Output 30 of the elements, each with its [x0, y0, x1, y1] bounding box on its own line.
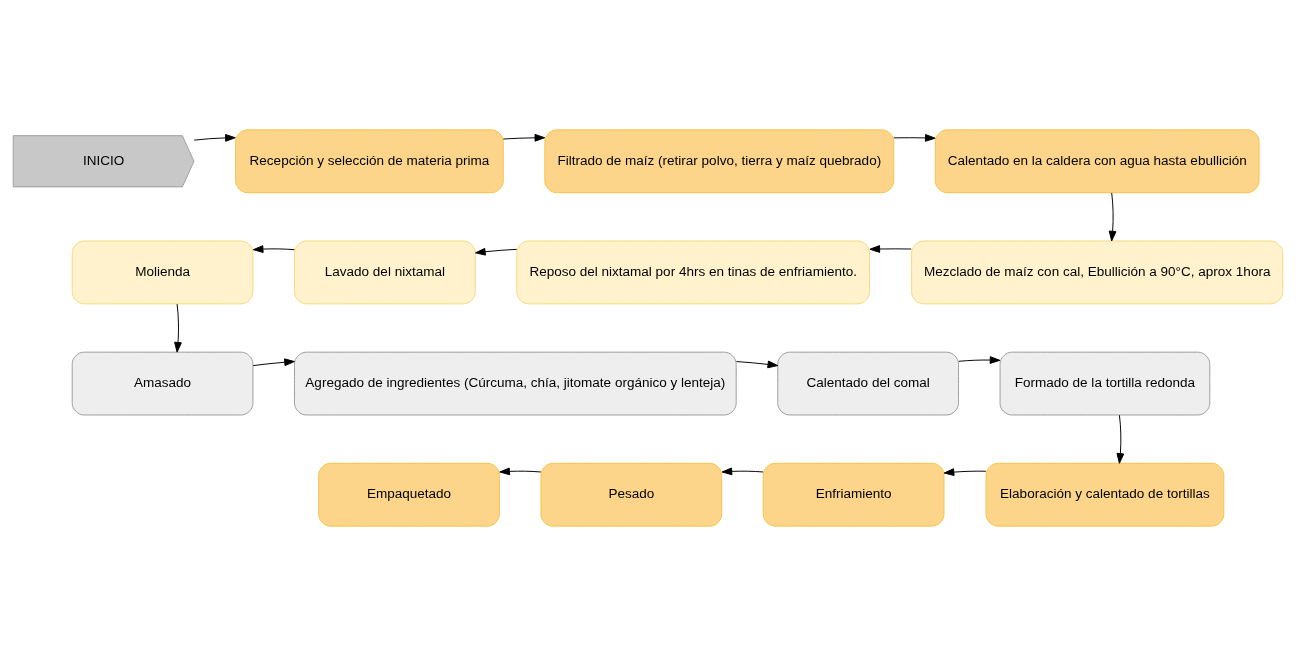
arrow	[475, 247, 518, 256]
node-box: Mezclado de maíz con cal, Ebullición a 90°C, aprox 1hora	[911, 240, 1284, 305]
node-box: Filtrado de maíz (retirar polvo, tierra y maíz quebrado)	[544, 129, 895, 194]
node-box: Recepción y selección de materia prima	[235, 129, 504, 194]
node-box: Pesado	[540, 462, 723, 527]
node-box: Molienda	[71, 240, 254, 305]
node-box: Enfriamiento	[762, 462, 945, 527]
arrow	[252, 245, 295, 253]
node-box: Agregado de ingredientes (Cúrcuma, chía, jitomate orgánico y lenteja)	[294, 351, 737, 416]
arrow	[721, 467, 764, 476]
node-box: Calentado del comal	[777, 351, 959, 416]
arrow	[1116, 414, 1125, 464]
node-box: Empaquetado	[318, 462, 500, 527]
arrow	[174, 303, 182, 353]
node-box: Reposo del nixtamal por 4hrs en tinas de enfriamiento.	[516, 240, 871, 305]
node-box: Elaboración y calentado de tortillas	[985, 462, 1225, 527]
arrow	[736, 360, 779, 369]
arrow	[193, 134, 236, 142]
node-box: Lavado del nixtamal	[294, 240, 476, 305]
arrow	[502, 133, 546, 142]
node-box: Formado de la tortilla redonda	[999, 351, 1211, 416]
arrow	[943, 468, 987, 476]
node-box: Amasado	[71, 351, 254, 416]
node-box: Calentado en la caldera con agua hasta ebullición	[934, 129, 1260, 194]
arrow	[1108, 192, 1117, 242]
arrow	[958, 356, 1001, 364]
arrow	[499, 467, 542, 476]
arrow	[252, 358, 295, 367]
arrow	[893, 134, 936, 142]
arrow	[869, 245, 912, 253]
